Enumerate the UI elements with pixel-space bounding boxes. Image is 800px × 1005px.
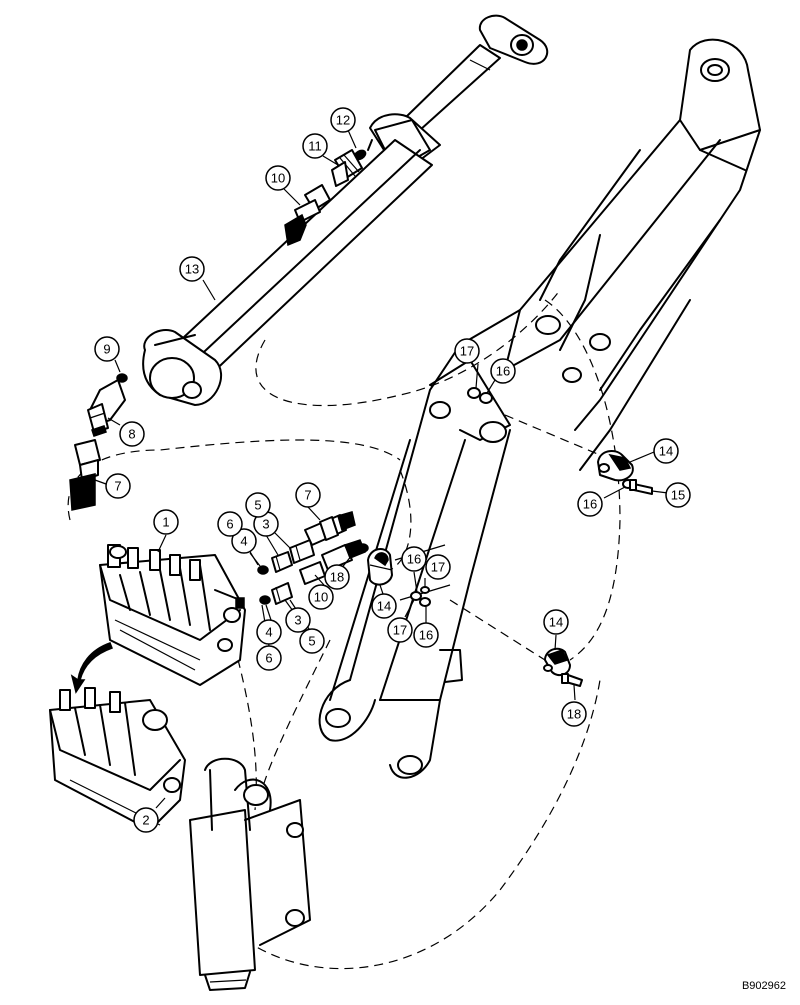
callout-13: 13 [179,256,205,282]
control-valve-2 [49,687,186,831]
callout-18: 18 [324,564,350,590]
callout-16: 16 [413,622,439,648]
svg-text:7: 7 [114,479,121,494]
callout-16: 16 [490,358,516,384]
callout-17: 17 [387,617,413,643]
svg-text:10: 10 [271,171,285,186]
callout-10: 10 [265,165,291,191]
svg-text:7: 7 [304,488,311,503]
callout-14: 14 [543,609,569,635]
svg-text:6: 6 [226,517,233,532]
svg-text:1: 1 [162,515,169,530]
svg-text:5: 5 [308,634,315,649]
svg-text:15: 15 [671,488,685,503]
svg-text:12: 12 [336,113,350,128]
svg-text:14: 14 [377,599,391,614]
leader-lines [94,129,677,809]
callout-14: 14 [653,438,679,464]
callout-6: 6 [217,511,243,537]
replacement-arrow-icon [70,642,113,694]
callout-17: 17 [454,338,480,364]
callout-4: 4 [231,528,257,554]
hydraulic-cylinder [142,14,549,406]
control-valve-1 [99,544,246,686]
dipper-arm [318,359,511,779]
svg-text:5: 5 [254,498,261,513]
svg-text:8: 8 [128,427,135,442]
svg-text:16: 16 [583,497,597,512]
svg-text:16: 16 [407,552,421,567]
arm-clamps [410,387,653,687]
callout-5: 5 [245,492,271,518]
svg-text:17: 17 [393,623,407,638]
svg-text:14: 14 [659,444,673,459]
svg-text:16: 16 [419,628,433,643]
elbow-and-hose-fittings [69,373,128,511]
callout-5: 5 [299,628,325,654]
svg-text:3: 3 [262,517,269,532]
callout-14: 14 [371,593,397,619]
callout-15: 15 [665,482,691,508]
svg-text:11: 11 [308,139,322,154]
svg-text:18: 18 [567,707,581,722]
callouts: 1 2 3 3 4 4 5 5 6 6 7 7 8 9 10 10 11 12 … [94,107,691,833]
callout-18: 18 [561,701,587,727]
svg-text:17: 17 [431,560,445,575]
svg-text:17: 17 [460,344,474,359]
svg-text:4: 4 [240,534,247,549]
callout-2: 2 [133,807,159,833]
callout-3: 3 [285,607,311,633]
svg-text:9: 9 [103,342,110,357]
svg-text:16: 16 [496,364,510,379]
callout-11: 11 [302,133,328,159]
cylinder-fittings [284,149,367,247]
callout-12: 12 [330,107,356,133]
callout-16: 16 [577,491,603,517]
svg-text:10: 10 [314,590,328,605]
callout-16: 16 [401,546,427,572]
svg-text:14: 14 [549,615,563,630]
callout-17: 17 [425,554,451,580]
callout-9: 9 [94,336,120,362]
drawing-number: B902962 [741,980,786,992]
callout-10: 10 [308,584,334,610]
callout-8: 8 [119,421,145,447]
svg-text:6: 6 [265,651,272,666]
swing-tower [189,757,311,991]
svg-text:2: 2 [142,813,149,828]
svg-text:13: 13 [185,262,199,277]
svg-text:18: 18 [330,570,344,585]
boom-arm [429,38,761,471]
callout-4: 4 [256,619,282,645]
svg-text:4: 4 [265,625,272,640]
callout-7: 7 [105,473,131,499]
callout-1: 1 [153,509,179,535]
callout-6: 6 [256,645,282,671]
svg-text:3: 3 [294,613,301,628]
callout-7: 7 [295,482,321,508]
